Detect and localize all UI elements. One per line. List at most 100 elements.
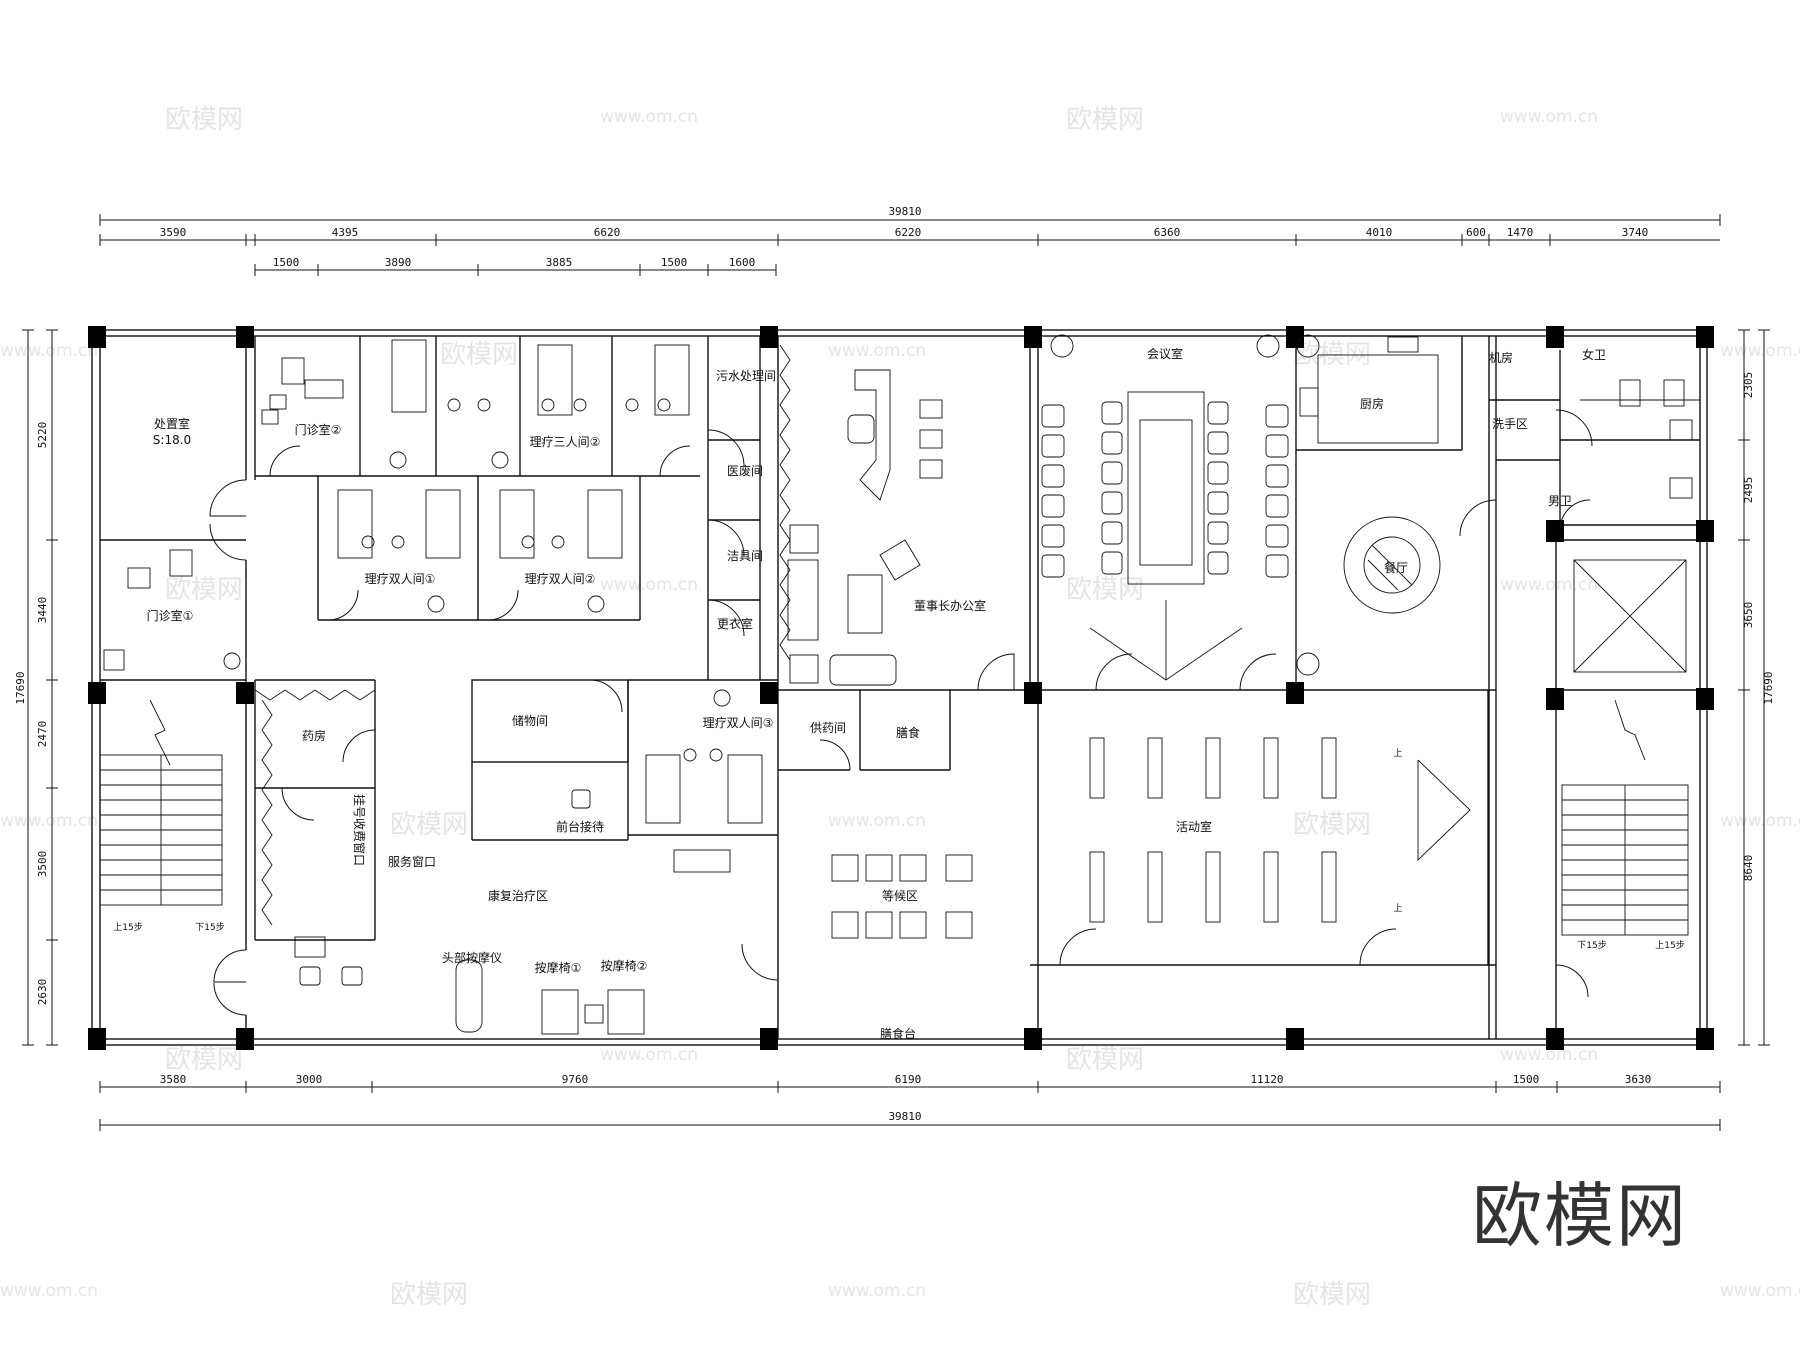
room-labels: 处置室 S:18.0 门诊室② 门诊室① 理疗三人间② 理疗双人间① 理疗双人间… bbox=[113, 346, 1684, 1041]
label-stair-up-left: 上15步 bbox=[113, 922, 142, 933]
dim-bot-total: 39810 bbox=[888, 1110, 921, 1123]
dim-right-total: 17690 bbox=[1762, 671, 1775, 704]
label-washroom: 洗手区 bbox=[1492, 417, 1528, 431]
watermark-url: www.om.cn bbox=[0, 811, 98, 831]
dim-right-4: 8640 bbox=[1742, 855, 1755, 882]
dim-right-3: 3650 bbox=[1742, 602, 1755, 629]
watermark-brand: 欧模网 bbox=[390, 1280, 468, 1310]
label-storage: 储物间 bbox=[512, 713, 548, 728]
label-kitchen: 厨房 bbox=[1360, 396, 1384, 411]
watermark-url: www.om.cn bbox=[1500, 107, 1598, 127]
watermark-brand: 欧模网 bbox=[165, 575, 243, 605]
watermark-url: www.om.cn bbox=[600, 1045, 698, 1065]
label-female-wc: 女卫 bbox=[1582, 347, 1606, 362]
dim-bot-3: 9760 bbox=[562, 1073, 589, 1086]
dim-sub-3: 3885 bbox=[546, 256, 573, 269]
label-meal-counter: 膳食台 bbox=[880, 1026, 916, 1041]
label-machine: 机房 bbox=[1489, 350, 1513, 365]
watermark-brand: 欧模网 bbox=[440, 340, 518, 370]
label-changing: 更衣室 bbox=[717, 616, 753, 631]
dim-sub-2: 3890 bbox=[385, 256, 412, 269]
dim-bot-4: 6190 bbox=[895, 1073, 922, 1086]
dim-top-7: 600 bbox=[1466, 226, 1486, 239]
dim-sub-1: 1500 bbox=[273, 256, 300, 269]
watermark-brand: 欧模网 bbox=[1066, 105, 1144, 135]
label-medicine-supply: 供药间 bbox=[810, 721, 846, 735]
dim-top-6: 4010 bbox=[1366, 226, 1393, 239]
columns bbox=[88, 326, 1714, 1050]
dimension-lines bbox=[22, 214, 1770, 1131]
dim-bot-6: 1500 bbox=[1513, 1073, 1540, 1086]
dim-top-3: 6620 bbox=[594, 226, 621, 239]
label-service-window: 服务窗口 bbox=[388, 854, 436, 869]
label-disposal: 处置室 bbox=[154, 416, 190, 431]
label-massage-chair2: 按摩椅② bbox=[601, 958, 648, 973]
watermark-url: www.om.cn bbox=[1720, 341, 1800, 361]
dim-bot-7: 3630 bbox=[1625, 1073, 1652, 1086]
label-chairman: 董事长办公室 bbox=[914, 598, 986, 613]
dim-bot-1: 3580 bbox=[160, 1073, 187, 1086]
label-clinic1: 门诊室① bbox=[147, 608, 194, 623]
dimension-labels: 39810 3590 4395 6620 6220 6360 4010 600 … bbox=[14, 205, 1775, 1123]
brand-logo: 欧模网 bbox=[1472, 1175, 1688, 1257]
dim-top-5: 6360 bbox=[1154, 226, 1181, 239]
label-dining: 餐厅 bbox=[1384, 560, 1408, 575]
label-therapy2-2: 理疗双人间② bbox=[525, 572, 596, 586]
watermarks: 欧模网 www.om.cn 欧模网 www.om.cn 欧模网 www.om.c… bbox=[0, 105, 1800, 1310]
label-sewage: 污水处理间 bbox=[716, 369, 776, 383]
label-meeting: 会议室 bbox=[1147, 346, 1183, 361]
meeting-chairs bbox=[1041, 401, 1289, 578]
dim-left-4: 3500 bbox=[36, 851, 49, 878]
dim-left-3: 2470 bbox=[36, 721, 49, 748]
watermark-url: www.om.cn bbox=[828, 811, 926, 831]
furniture bbox=[99, 334, 1700, 1035]
label-medwaste: 医废间 bbox=[727, 463, 763, 478]
label-pharmacy: 药房 bbox=[302, 728, 326, 743]
watermark-brand: 欧模网 bbox=[165, 105, 243, 135]
watermark-brand: 欧模网 bbox=[1066, 1045, 1144, 1075]
dim-top-9: 3740 bbox=[1622, 226, 1649, 239]
watermark-url: www.om.cn bbox=[828, 341, 926, 361]
label-waiting: 等候区 bbox=[882, 889, 918, 903]
watermark-brand: 欧模网 bbox=[1293, 1280, 1371, 1310]
watermark-url: www.om.cn bbox=[0, 1281, 98, 1301]
watermark-url: www.om.cn bbox=[1500, 575, 1598, 595]
dim-top-4: 6220 bbox=[895, 226, 922, 239]
watermark-brand: 欧模网 bbox=[165, 1045, 243, 1075]
label-therapy2-3: 理疗双人间③ bbox=[703, 716, 774, 730]
label-massage-chair1: 按摩椅① bbox=[535, 960, 582, 975]
dim-left-1: 5220 bbox=[36, 422, 49, 449]
label-reception-window: 挂号收费窗口 bbox=[352, 794, 366, 866]
label-front-desk: 前台接待 bbox=[556, 819, 604, 834]
label-therapy3-2: 理疗三人间② bbox=[530, 435, 601, 449]
label-stair-down-right: 下15步 bbox=[1577, 940, 1606, 951]
walls bbox=[91, 329, 1708, 1046]
watermark-brand: 欧模网 bbox=[1066, 575, 1144, 605]
dim-bot-2: 3000 bbox=[296, 1073, 323, 1086]
watermark-url: www.om.cn bbox=[1500, 1045, 1598, 1065]
label-ramp-up-2: 上 bbox=[1393, 903, 1402, 914]
dim-top-8: 1470 bbox=[1507, 226, 1534, 239]
dim-right-2: 2495 bbox=[1742, 477, 1755, 504]
label-therapy2-1: 理疗双人间① bbox=[365, 572, 436, 586]
label-cleaning: 洁具间 bbox=[727, 549, 763, 563]
watermark-url: www.om.cn bbox=[0, 341, 98, 361]
label-food-prep: 膳食 bbox=[896, 725, 920, 740]
label-stair-down-left: 下15步 bbox=[195, 922, 224, 933]
watermark-url: www.om.cn bbox=[1720, 811, 1800, 831]
dim-left-2: 3440 bbox=[36, 597, 49, 624]
label-activity: 活动室 bbox=[1176, 819, 1212, 834]
label-rehab: 康复治疗区 bbox=[488, 888, 548, 903]
dim-top-2: 4395 bbox=[332, 226, 359, 239]
dim-left-total: 17690 bbox=[14, 671, 27, 704]
watermark-url: www.om.cn bbox=[828, 1281, 926, 1301]
watermark-brand: 欧模网 bbox=[390, 810, 468, 840]
watermark-brand: 欧模网 bbox=[1293, 810, 1371, 840]
doors bbox=[209, 409, 1593, 1016]
dim-top-1: 3590 bbox=[160, 226, 187, 239]
dim-sub-5: 1600 bbox=[729, 256, 756, 269]
watermark-url: www.om.cn bbox=[600, 107, 698, 127]
dim-sub-4: 1500 bbox=[661, 256, 688, 269]
watermark-url: www.om.cn bbox=[1720, 1281, 1800, 1301]
